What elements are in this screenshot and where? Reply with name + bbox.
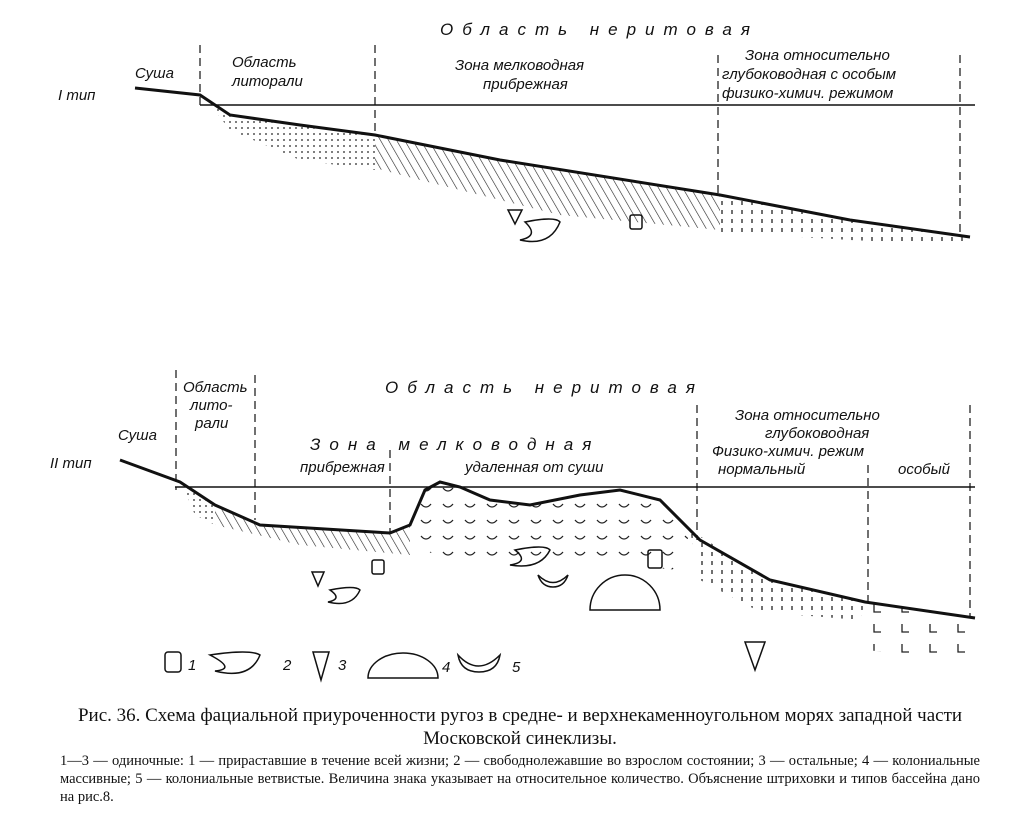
type2-land: Суша: [118, 427, 157, 444]
type1-profile: [134, 45, 975, 245]
legend-label-3: 3: [338, 657, 347, 674]
type1-littoral-line2: литорали: [231, 73, 303, 90]
attached-coral-icon: [629, 214, 643, 230]
type2-far-shore: удаленная от суши: [464, 459, 604, 476]
horn-coral-icon: [519, 218, 561, 243]
legend-label-1: 1: [188, 657, 196, 674]
type2-littoral-line1: Область: [183, 379, 248, 396]
type1-shallow-line2: прибрежная: [483, 76, 568, 93]
legend: 1 2 3 4 5: [164, 651, 521, 683]
type1-deep-line3: физико-химич. режимом: [722, 85, 893, 102]
type1-deep-line2: глубоководная с особым: [722, 66, 896, 83]
massive-colony-icon: [589, 574, 661, 611]
figure-caption-title: Рис. 36. Схема фациальной приуроченности…: [77, 705, 963, 749]
type2-profile: [119, 370, 976, 673]
type2-regime-special: особый: [898, 461, 951, 478]
conical-coral-icon: [310, 571, 326, 588]
legend-branching-colony-icon: [456, 652, 502, 673]
type2-near-shore: прибрежная: [300, 459, 385, 476]
type2-littoral-line2: лито-: [189, 397, 232, 414]
attached-coral-icon: [371, 559, 385, 575]
conical-coral-icon: [506, 209, 524, 226]
legend-label-5: 5: [512, 659, 521, 676]
legend-cone-icon: [312, 651, 330, 683]
conical-coral-icon: [743, 641, 767, 673]
type2-label: II тип: [50, 455, 92, 472]
attached-coral-icon: [647, 549, 663, 569]
branching-colony-icon: [537, 574, 569, 588]
legend-label-4: 4: [442, 659, 450, 676]
legend-massive-colony-icon: [367, 652, 439, 679]
type1-land: Суша: [135, 65, 174, 82]
type2-shallow-zone: Зона мелководная: [310, 435, 600, 454]
type2-regime-normal: нормальный: [718, 461, 806, 478]
type2-deep-line2: глубоководная: [765, 425, 869, 442]
type1-neritic-region: Область неритовая: [440, 20, 759, 39]
legend-label-2: 2: [282, 657, 292, 674]
type1-deep-line1: Зона относительно: [745, 47, 890, 64]
facies-diagram: I тип Суша Область неритовая Область лит…: [50, 20, 976, 683]
legend-attached-icon: [164, 651, 182, 673]
type2-littoral-line3: рали: [194, 415, 229, 432]
type1-label: I тип: [58, 87, 95, 104]
type2-deep-line3: Физико-химич. режим: [712, 443, 864, 460]
type2-neritic-region: Область неритовая: [385, 378, 704, 397]
type1-littoral-line1: Область: [232, 54, 297, 71]
horn-coral-icon: [509, 546, 551, 567]
legend-horn-icon: [207, 651, 261, 675]
type2-deep-line1: Зона относительно: [735, 407, 880, 424]
type1-shallow-line1: Зона мелководная: [455, 57, 584, 74]
horn-coral-icon: [327, 586, 361, 605]
figure-caption-body: 1—3 — одиночные: 1 — прираставшие в тече…: [60, 753, 980, 805]
